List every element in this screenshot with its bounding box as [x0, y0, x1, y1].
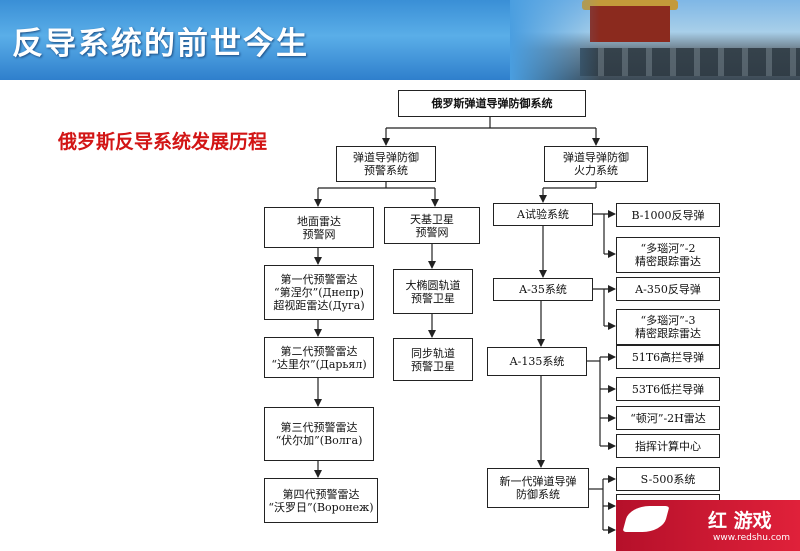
- node-gen3-radar: 第三代预警雷达 “伏尔加”(Волга): [264, 407, 374, 461]
- tiananmen-gate-shape: [590, 6, 670, 42]
- node-a135-system: A-135系统: [487, 347, 587, 376]
- node-geo-orbit-satellite: 同步轨道 预警卫星: [393, 338, 473, 381]
- logo-url: www.redshu.com: [713, 533, 791, 543]
- node-a-test-system: A试验系统: [493, 203, 593, 226]
- vehicle-column-shape: [580, 48, 800, 76]
- node-a350-missile: A-350反导弹: [616, 277, 720, 301]
- parade-photo: [510, 0, 800, 80]
- gate-roof-shape: [582, 0, 678, 10]
- node-gen2-radar: 第二代预警雷达 “达里尔”(Дарьял): [264, 337, 374, 378]
- logo-text: 红 游戏: [708, 510, 772, 532]
- node-gen4-radar: 第四代预警雷达 “沃罗日”(Воронеж): [264, 478, 378, 523]
- node-space-satellite-net: 天基卫星 预警网: [384, 207, 480, 244]
- node-b1000-missile: B-1000反导弹: [616, 203, 720, 227]
- photo-fade: [510, 0, 600, 80]
- node-dunai3-radar: “多瑙河”-3 精密跟踪雷达: [616, 309, 720, 345]
- node-don2n-radar: “顿河”-2H雷达: [616, 406, 720, 430]
- node-s500-system: S-500系统: [616, 467, 720, 491]
- node-ground-radar-net: 地面雷达 预警网: [264, 207, 374, 248]
- node-51t6-missile: 51T6高拦导弹: [616, 345, 720, 369]
- node-ellipse-orbit-satellite: 大椭圆轨道 预警卫星: [393, 269, 473, 314]
- logo-mark-icon: [622, 506, 670, 532]
- node-new-gen-system: 新一代弹道导弹 防御系统: [487, 468, 589, 508]
- node-warning-system: 弹道导弹防御 预警系统: [336, 146, 436, 182]
- node-command-center: 指挥计算中心: [616, 434, 720, 458]
- watermark-logo: 红 游戏 www.redshu.com: [616, 500, 800, 551]
- node-fire-system: 弹道导弹防御 火力系统: [544, 146, 648, 182]
- node-dunai2-radar: “多瑙河”-2 精密跟踪雷达: [616, 237, 720, 273]
- node-53t6-missile: 53T6低拦导弹: [616, 377, 720, 401]
- node-a35-system: A-35系统: [493, 278, 593, 301]
- node-root: 俄罗斯弹道导弹防御系统: [398, 90, 586, 117]
- header-banner: 反导系统的前世今生: [0, 0, 800, 80]
- page-title: 反导系统的前世今生: [12, 26, 309, 62]
- diagram-subtitle: 俄罗斯反导系统发展历程: [58, 131, 268, 153]
- node-gen1-radar: 第一代预警雷达 “第涅尔”(Днепр) 超视距雷达(Дуга): [264, 265, 374, 320]
